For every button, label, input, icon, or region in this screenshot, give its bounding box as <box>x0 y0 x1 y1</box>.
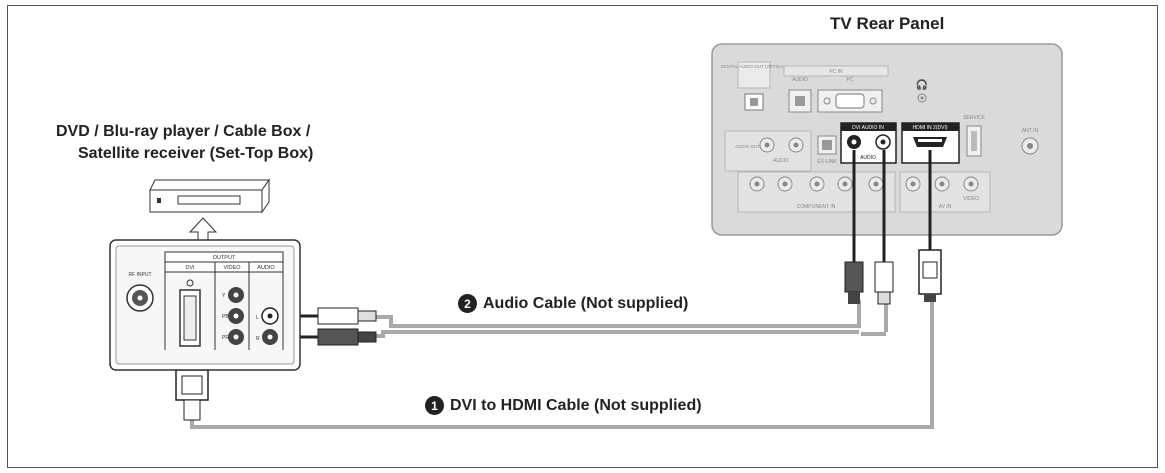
y-label: Y <box>222 293 226 299</box>
headphone-port: 🎧 <box>916 78 928 103</box>
dvi-label: DVI <box>185 265 195 271</box>
device-title-line1: DVD / Blu-ray player / Cable Box / <box>56 123 311 140</box>
rf-input-label: RF INPUT <box>128 272 151 278</box>
tv-rear-panel: DIGITAL AUDIO OUT (OPTICAL) PC IN AUDIO … <box>711 43 1063 236</box>
audio-out-audio-label: AUDIO <box>773 158 789 164</box>
audio-out-label: AUDIO OUT <box>735 144 760 149</box>
audio-cable-number-badge: 2 <box>458 294 477 313</box>
pc-label: PC <box>847 77 854 83</box>
audio-cable-label: 2 Audio Cable (Not supplied) <box>458 294 688 313</box>
hdmi-dvi-in-label: HDMI IN 2(DVI) <box>913 125 948 131</box>
service-label: SERVICE <box>963 115 986 121</box>
component-in-port-group: COMPONENT IN <box>737 171 896 213</box>
av-in-label: AV IN <box>939 204 952 210</box>
device-title-line2: Satellite receiver (Set-Top Box) <box>78 145 314 162</box>
svg-text:🎧: 🎧 <box>916 78 928 91</box>
av-in-port-group: VIDEO AV IN <box>899 171 991 213</box>
pc-in-label: PC IN <box>829 69 843 75</box>
hdmi-cable-label: 1 DVI to HDMI Cable (Not supplied) <box>425 396 702 415</box>
output-label: OUTPUT <box>213 255 236 261</box>
audio-cable-label-text: Audio Cable (Not supplied) <box>483 294 689 312</box>
digital-audio-out-port: DIGITAL AUDIO OUT (OPTICAL) <box>721 61 788 111</box>
pb-label: PB <box>222 314 229 320</box>
ant-in-port: ANT IN <box>1021 128 1039 155</box>
audio-cable <box>280 150 894 346</box>
service-port: SERVICE <box>963 115 986 157</box>
av-video-label: VIDEO <box>963 196 979 202</box>
digital-audio-out-label: DIGITAL AUDIO OUT (OPTICAL) <box>721 64 788 69</box>
diagram-frame <box>7 5 1158 468</box>
pr-label: PR <box>222 335 229 341</box>
dvi-audio-label: AUDIO <box>860 155 876 161</box>
pc-audio-label: AUDIO <box>792 77 808 83</box>
r-label: R <box>256 336 260 342</box>
device-output-panel: OUTPUT DVI VIDEO AUDIO RF INPUT Y PB PR <box>109 239 301 371</box>
audio-label: AUDIO <box>257 265 275 271</box>
tv-rear-panel-title: TV Rear Panel <box>830 14 945 33</box>
dvi-audio-in-label: DVI AUDIO IN <box>852 125 884 131</box>
component-in-label: COMPONENT IN <box>797 204 836 210</box>
dvi-audio-in-port-group: DVI AUDIO IN AUDIO <box>840 122 897 164</box>
ex-link-label: EX-LINK <box>817 159 837 165</box>
ex-link-port: EX-LINK <box>817 135 837 165</box>
audio-out-port-group: AUDIO OUT AUDIO <box>724 130 812 172</box>
video-label: VIDEO <box>223 265 241 271</box>
ant-in-label: ANT IN <box>1022 128 1039 134</box>
hdmi-cable-number-badge: 1 <box>425 396 444 415</box>
l-label: L <box>256 315 259 321</box>
pc-in-port-group: PC IN AUDIO PC <box>783 65 889 113</box>
hdmi-cable-label-text: DVI to HDMI Cable (Not supplied) <box>450 396 702 414</box>
dvd-player-device <box>149 178 270 241</box>
